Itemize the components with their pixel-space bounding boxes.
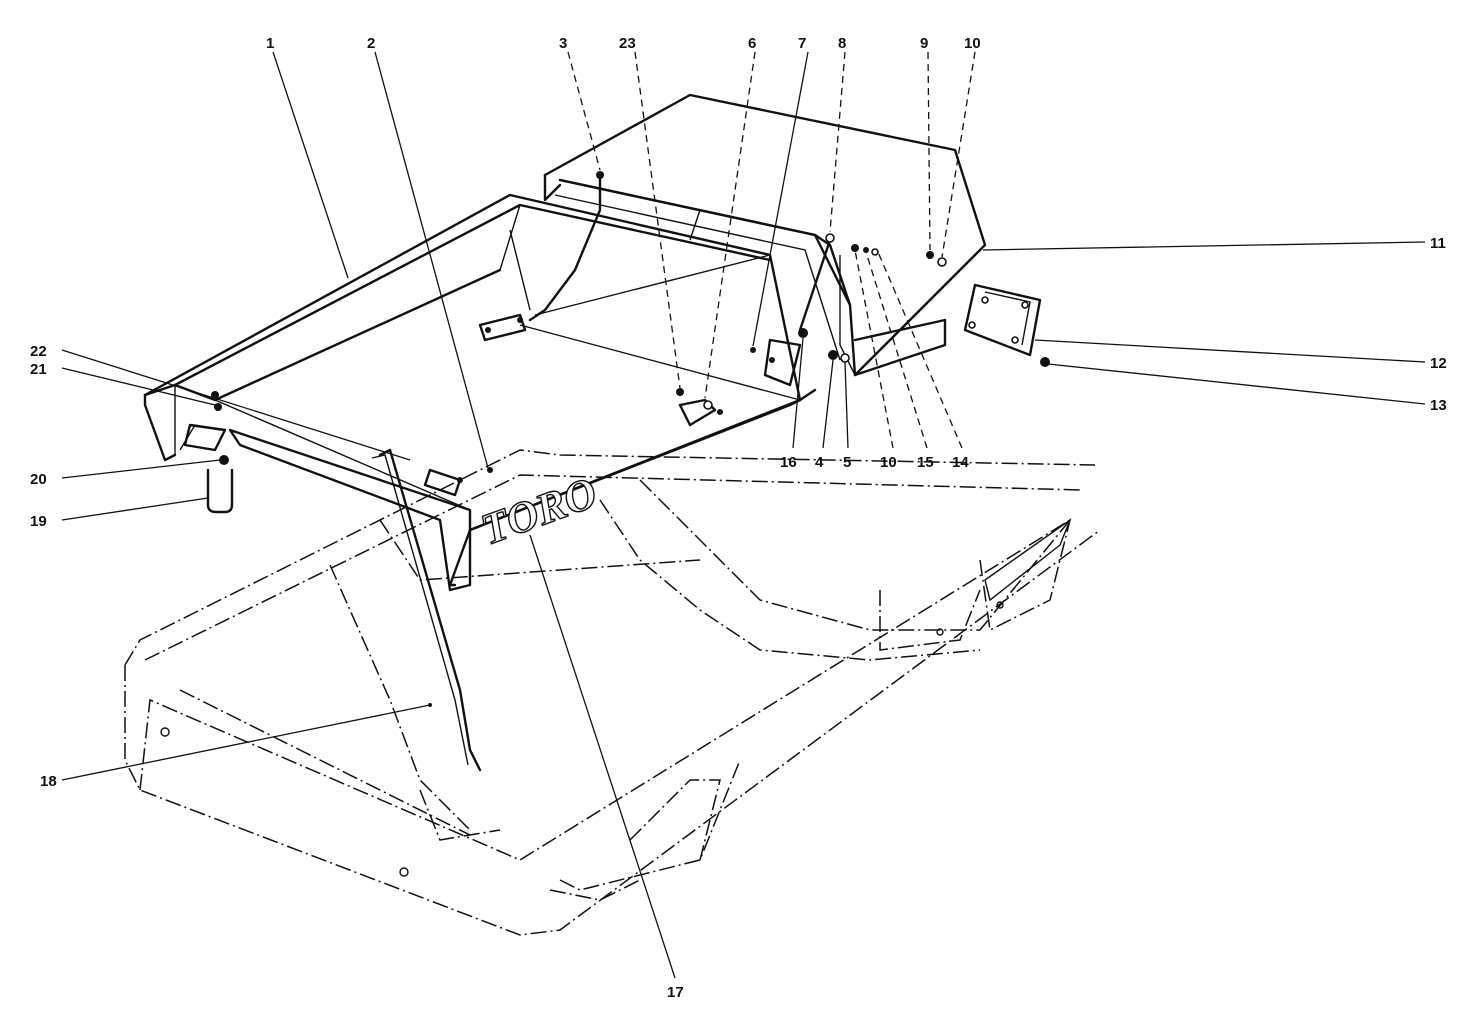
mounting-bracket [963,283,1042,357]
callout-4: 4 [815,454,824,471]
pivot-rod [528,173,602,322]
callout-6: 6 [748,35,756,52]
callout-9: 9 [920,35,928,52]
leader-lines [61,51,1426,979]
callout-10-bottom: 10 [880,454,897,471]
seat-rod [378,448,482,772]
callout-18: 18 [40,773,57,790]
callout-7: 7 [798,35,806,52]
callout-16: 16 [780,454,797,471]
callout-20: 20 [30,471,47,488]
u-bolt [206,468,234,514]
callout-1: 1 [266,35,274,52]
callout-8: 8 [838,35,846,52]
seat-shell: TORO [143,193,817,592]
callout-13: 13 [1430,397,1447,414]
callout-15: 15 [917,454,934,471]
callout-labels: 1 2 3 23 6 7 8 9 10 11 12 13 14 15 10 5 … [30,35,1447,1001]
callout-10-top: 10 [964,35,981,52]
callout-22: 22 [30,343,47,360]
callout-23: 23 [619,35,636,52]
callout-17: 17 [667,984,684,1001]
callout-3: 3 [559,35,567,52]
vehicle-frame [124,449,1101,936]
callout-21: 21 [30,361,47,378]
callout-12: 12 [1430,355,1447,372]
callout-2: 2 [367,35,375,52]
support-rod [798,238,832,332]
seat-back-shell [543,93,987,377]
callout-19: 19 [30,513,47,530]
callout-5: 5 [843,454,851,471]
brand-logo: TORO [475,468,604,555]
hardware [183,171,1050,772]
callout-11: 11 [1430,235,1446,252]
callout-14: 14 [952,454,969,471]
